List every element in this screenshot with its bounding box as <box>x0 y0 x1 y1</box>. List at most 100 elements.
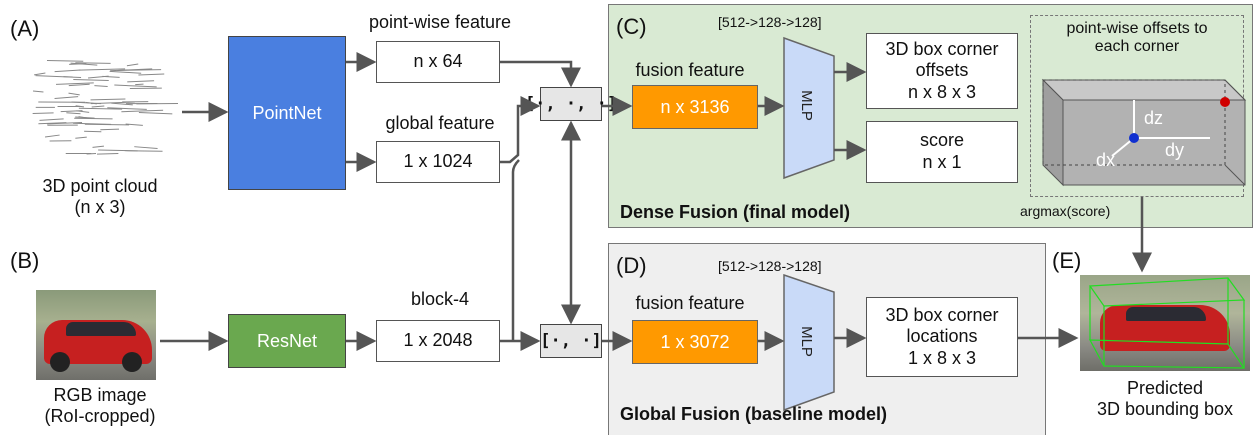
point-cloud-stroke <box>74 117 113 120</box>
point-cloud-stroke <box>73 122 112 125</box>
point-cloud-stroke <box>54 69 81 73</box>
point-cloud-caption-line2: (n x 3) <box>74 197 126 217</box>
point-cloud-stroke <box>110 68 153 72</box>
point-cloud-stroke <box>73 79 109 81</box>
point-cloud-stroke <box>75 62 111 64</box>
pointnet-block: PointNet <box>228 36 346 190</box>
tag-a: (A) <box>10 16 40 41</box>
point-cloud-stroke <box>92 145 104 148</box>
dy-label: dy <box>1165 140 1185 160</box>
point-cloud-stroke <box>94 85 108 87</box>
global-feature-box: 1 x 1024 <box>376 141 500 183</box>
point-cloud-stroke <box>96 153 119 155</box>
tag-c: (C) <box>616 14 647 39</box>
resnet-block: ResNet <box>228 314 346 368</box>
rgb-image <box>36 290 156 380</box>
point-cloud-stroke <box>39 118 64 121</box>
point-cloud-stroke <box>46 122 83 125</box>
offsets-line3: n x 8 x 3 <box>907 81 977 102</box>
point-cloud-stroke <box>90 101 135 105</box>
concat-three: [·, ·, ·] <box>525 87 617 121</box>
output-caption-line1: Predicted <box>1126 378 1204 398</box>
point-cloud-stroke <box>78 107 123 110</box>
point-cloud-stroke <box>46 59 84 62</box>
inset-line2: each corner <box>1094 38 1180 55</box>
point-cloud-stroke <box>66 112 81 115</box>
point-cloud-stroke <box>135 83 144 86</box>
concat-two: [·, ·] <box>540 324 602 358</box>
rgb-caption: RGB image (RoI-cropped) <box>20 385 180 427</box>
block4-label: block-4 <box>410 289 470 309</box>
output-caption-line2: 3D bounding box <box>1096 399 1234 419</box>
inset-line1: point-wise offsets to <box>1066 20 1208 37</box>
car-wheel-rear <box>122 352 142 372</box>
global-fusion-label: fusion feature <box>635 293 745 313</box>
global-feature-label: global feature <box>385 113 495 133</box>
block4-box: 1 x 2048 <box>376 320 500 362</box>
global-mlp-dims: [512->128->128] <box>718 258 822 274</box>
output-car-window <box>1126 307 1206 321</box>
output-caption: Predicted 3D bounding box <box>1070 378 1259 420</box>
score-line1: score <box>919 130 964 151</box>
corner-marker <box>1220 97 1230 107</box>
point-cloud-stroke <box>111 102 133 106</box>
point-cloud-stroke <box>100 128 120 131</box>
dense-score-box: score n x 1 <box>866 121 1018 183</box>
point-cloud-stroke <box>54 96 79 99</box>
arrow-pointwise-to-concat <box>500 60 581 88</box>
point-cloud-stroke <box>32 90 44 93</box>
point-cloud-stroke <box>78 68 126 71</box>
dz-label: dz <box>1144 108 1164 128</box>
point-cloud-stroke <box>68 92 80 96</box>
dense-fusion-feature: n x 3136 <box>632 85 758 129</box>
locations-line2: locations <box>906 326 978 347</box>
pointwise-feature-box: n x 64 <box>376 41 500 83</box>
arrow-block4-up-hop <box>511 159 520 341</box>
car-wheel-front <box>50 352 70 372</box>
point-cloud-stroke <box>134 146 158 149</box>
point-cloud-stroke <box>121 109 164 113</box>
point-cloud-stroke <box>35 75 82 78</box>
dense-mlp-dims: [512->128->128] <box>718 14 822 30</box>
tag-d: (D) <box>616 253 647 278</box>
dense-fusion-title: Dense Fusion (final model) <box>620 202 851 222</box>
point-cloud-caption-line1: 3D point cloud <box>42 176 158 196</box>
offsets-line1: 3D box corner <box>885 38 999 59</box>
point-cloud-stroke <box>126 63 139 67</box>
point-cloud-stroke <box>138 112 173 115</box>
point-cloud-stroke <box>125 123 143 126</box>
locations-line1: 3D box corner <box>885 304 999 325</box>
point-cloud-stroke <box>44 134 60 138</box>
arrow-global-to-concat <box>500 96 541 164</box>
inset-caption: point-wise offsets to each corner <box>1030 20 1244 56</box>
rgb-caption-line1: RGB image <box>53 385 147 405</box>
dense-fusion-label: fusion feature <box>635 60 745 80</box>
point-cloud-stroke <box>78 116 91 120</box>
point-marker <box>1129 133 1139 143</box>
point-cloud-stroke <box>84 130 102 133</box>
point-cloud-stroke <box>107 107 147 110</box>
point-cloud-stroke <box>109 70 142 74</box>
point-cloud-stroke <box>75 136 87 139</box>
locations-line3: 1 x 8 x 3 <box>907 347 977 368</box>
car-window <box>66 322 136 336</box>
tag-e: (E) <box>1052 248 1082 273</box>
point-cloud-stroke <box>138 73 165 76</box>
global-fusion-title: Global Fusion (baseline model) <box>620 404 888 424</box>
point-cloud-stroke <box>32 112 54 114</box>
point-cloud-stroke <box>34 72 46 76</box>
point-cloud-stroke <box>127 80 155 83</box>
point-cloud-stroke <box>56 82 94 85</box>
point-cloud-stroke <box>70 62 98 66</box>
offsets-line2: offsets <box>915 60 969 81</box>
point-cloud-stroke <box>98 149 138 152</box>
pointwise-feature-label: point-wise feature <box>368 12 512 32</box>
dx-label: dx <box>1096 150 1116 170</box>
point-cloud-stroke <box>114 84 157 88</box>
tag-b: (B) <box>10 248 40 273</box>
